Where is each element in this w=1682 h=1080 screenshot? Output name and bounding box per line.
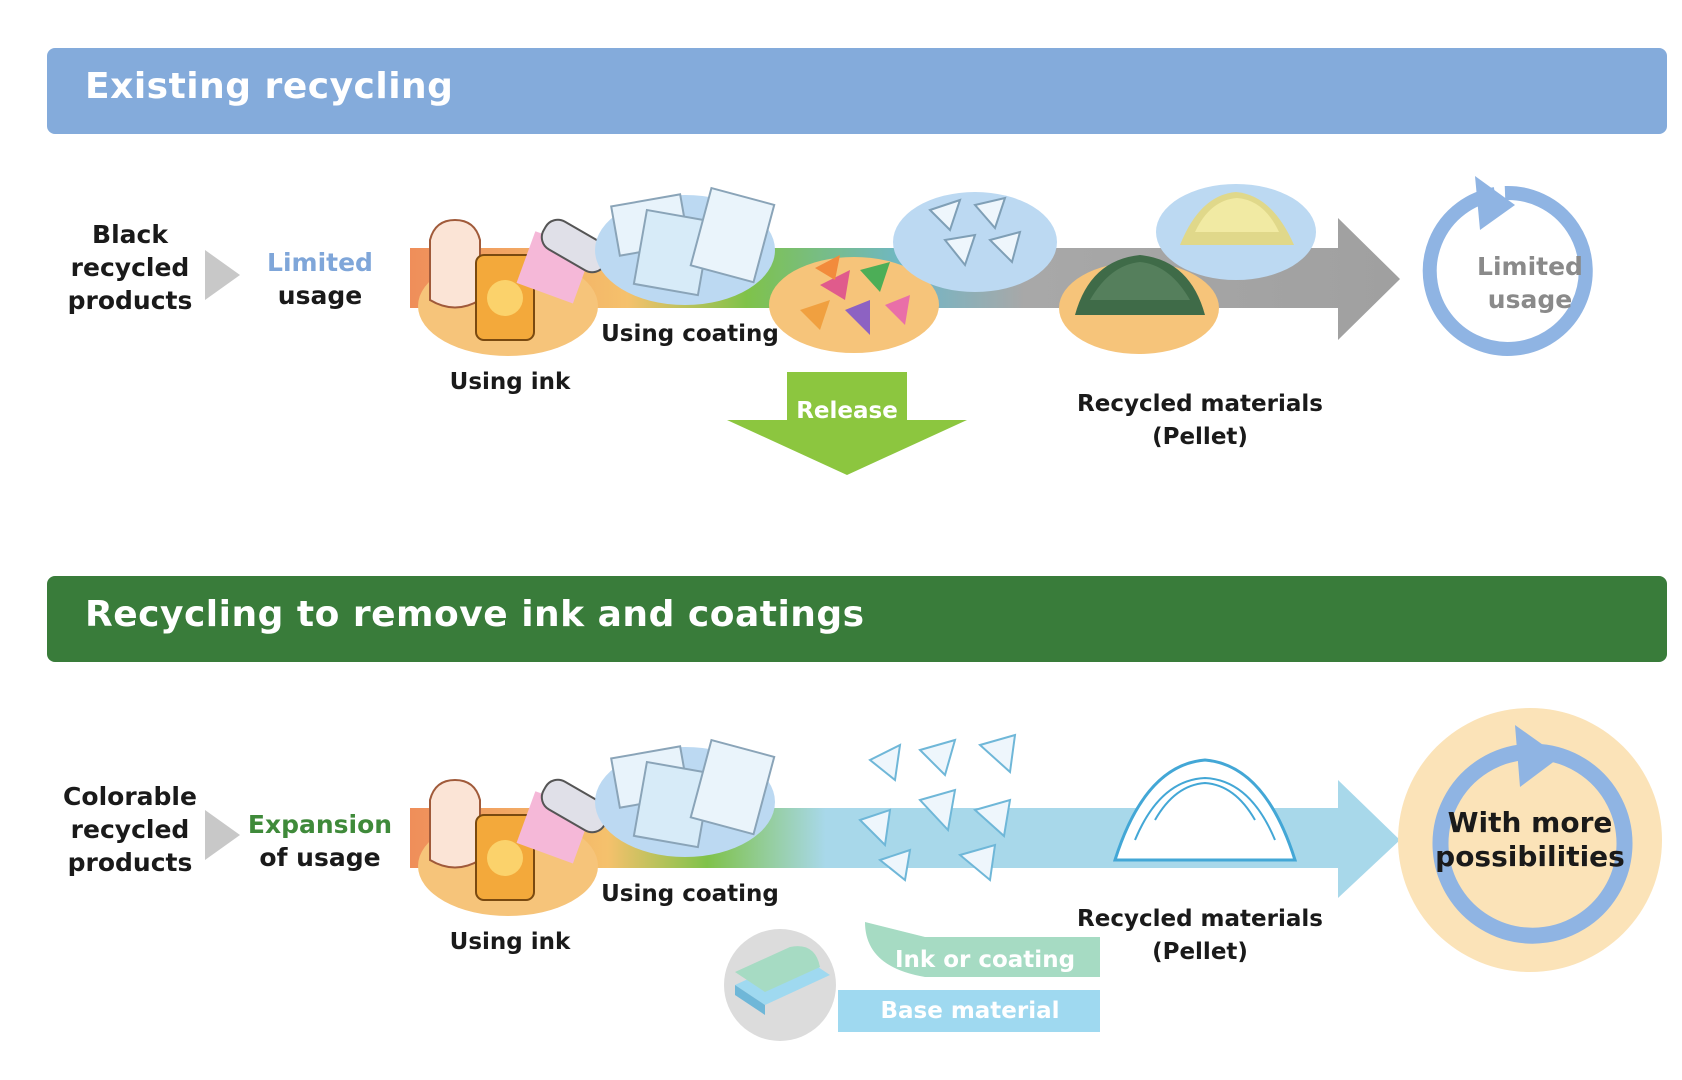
product-label: Black recycled products <box>67 220 193 315</box>
chevron-arrow-icon <box>205 810 240 860</box>
colored-flakes-icon <box>769 255 939 353</box>
step-ink-label: Using ink <box>449 929 571 955</box>
clear-flakes-icon <box>893 192 1057 292</box>
pellet-label: Recycled materials (Pellet) <box>1077 906 1323 965</box>
step-ink-label: Using ink <box>449 369 571 395</box>
coating-film-icon <box>595 186 776 305</box>
clear-pellets-icon <box>1112 758 1298 862</box>
base-material-label: Base material layer <box>880 998 1060 1057</box>
section-banner-new: Recycling to remove ink and coatings <box>47 576 1667 662</box>
yellow-pellets-icon <box>1156 184 1316 280</box>
ink-or-coating-label: Ink or coating <box>894 947 1076 973</box>
ink-packaging-icon <box>418 218 610 356</box>
coating-film-icon <box>595 738 776 857</box>
ink-layer-label-shape <box>865 922 1100 977</box>
release-arrow <box>727 372 967 475</box>
cycle-arrow-icon <box>1422 176 1593 356</box>
base-layer-label-shape <box>838 990 1100 1032</box>
clear-flakes-icon <box>858 733 1017 882</box>
result-label: With more possibilities <box>1435 806 1625 873</box>
result-label: Limited usage <box>1477 252 1583 314</box>
usage-label: Expansion of usage <box>247 810 393 872</box>
product-label: Colorable recycled products <box>63 782 197 877</box>
usage-label: Limited usage <box>267 248 373 310</box>
section-banner-existing: Existing recycling <box>47 48 1667 134</box>
cycle-arrow-icon <box>1398 708 1662 972</box>
pellet-label: Recycled materials (Pellet) <box>1077 391 1323 450</box>
dark-pellets-icon <box>1059 255 1219 354</box>
layer-structure-icon <box>724 929 836 1041</box>
ink-packaging-icon <box>418 778 610 916</box>
section-title: Existing recycling <box>85 66 454 107</box>
step-coating-label: Using coating <box>601 881 779 907</box>
chevron-arrow-icon <box>205 250 240 300</box>
step-coating-label: Using coating <box>601 321 779 347</box>
release-label: Release <box>796 398 898 424</box>
section-title: Recycling to remove ink and coatings <box>85 594 865 635</box>
